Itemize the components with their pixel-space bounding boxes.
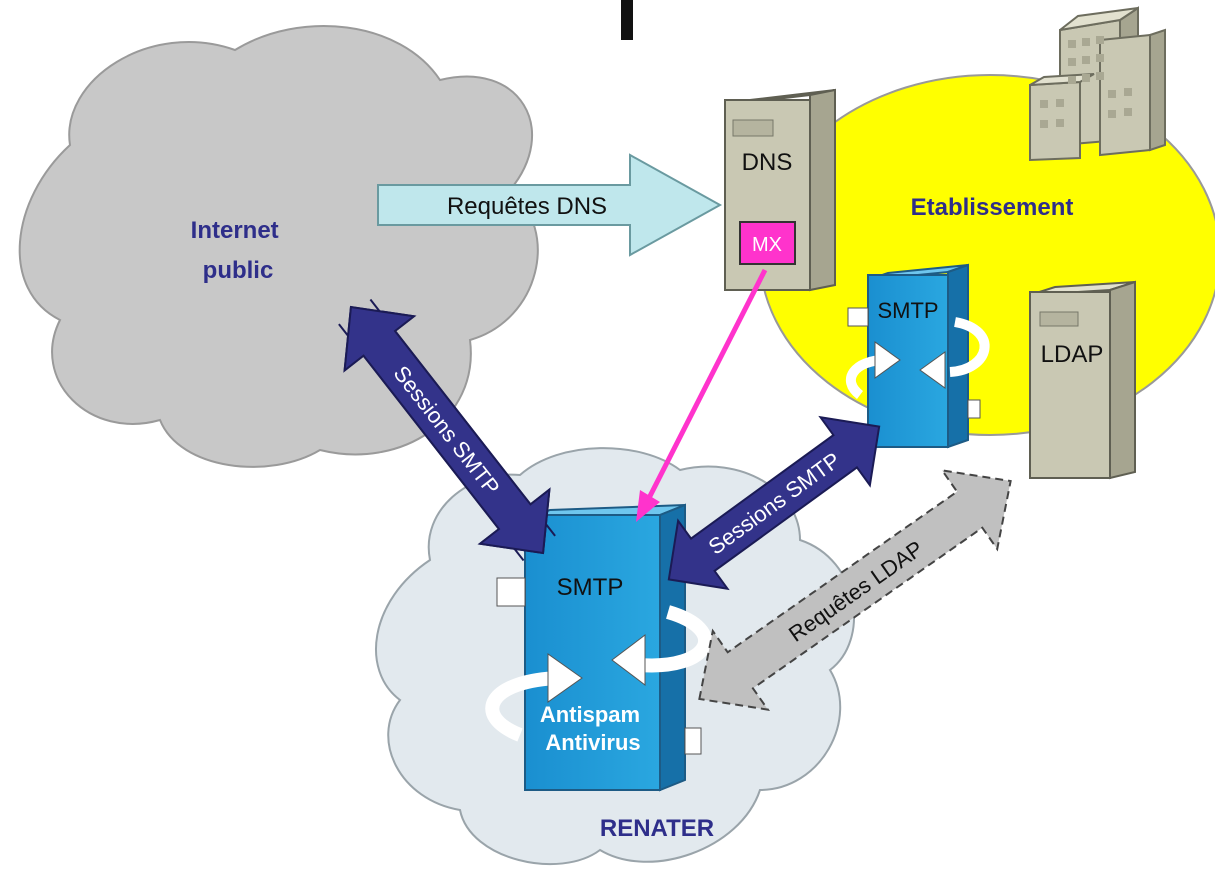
renater-label: RENATER xyxy=(600,815,714,842)
mx-record-box xyxy=(739,221,796,265)
internet-line-2: public xyxy=(203,257,274,284)
office-buildings-icon xyxy=(1029,6,1166,162)
dns-requests-arrow: Requêtes DNS xyxy=(377,153,723,257)
ldap-label: LDAP xyxy=(1041,341,1104,368)
internet-line-1: Internet xyxy=(191,217,279,244)
dns-server: DNS MX xyxy=(724,88,836,292)
filter-label: Antispam Antivirus xyxy=(540,702,646,755)
smtp-renater-label: SMTP xyxy=(557,574,624,601)
top-edge-mark xyxy=(621,0,633,40)
etablissement-label: Etablissement xyxy=(911,194,1074,221)
rotate-arrow-icon xyxy=(611,633,646,687)
filter-line-1: Antispam xyxy=(540,702,640,727)
mx-pointer-arrow xyxy=(636,268,768,522)
rotate-arrow-icon xyxy=(919,351,946,389)
rotate-arrow-icon xyxy=(874,341,901,379)
filter-line-2: Antivirus xyxy=(545,730,640,755)
smtp-server-etablissement: SMTP xyxy=(845,263,990,449)
internet-public-cloud xyxy=(18,25,539,468)
ldap-server: LDAP xyxy=(1029,280,1136,480)
mx-label: MX xyxy=(752,234,782,256)
smtp-etab-label: SMTP xyxy=(877,298,938,323)
dns-requests-label: Requêtes DNS xyxy=(447,193,607,220)
internet-public-label: Internet public xyxy=(191,217,286,284)
rotate-arrow-icon xyxy=(547,653,583,703)
dns-label: DNS xyxy=(742,149,793,176)
